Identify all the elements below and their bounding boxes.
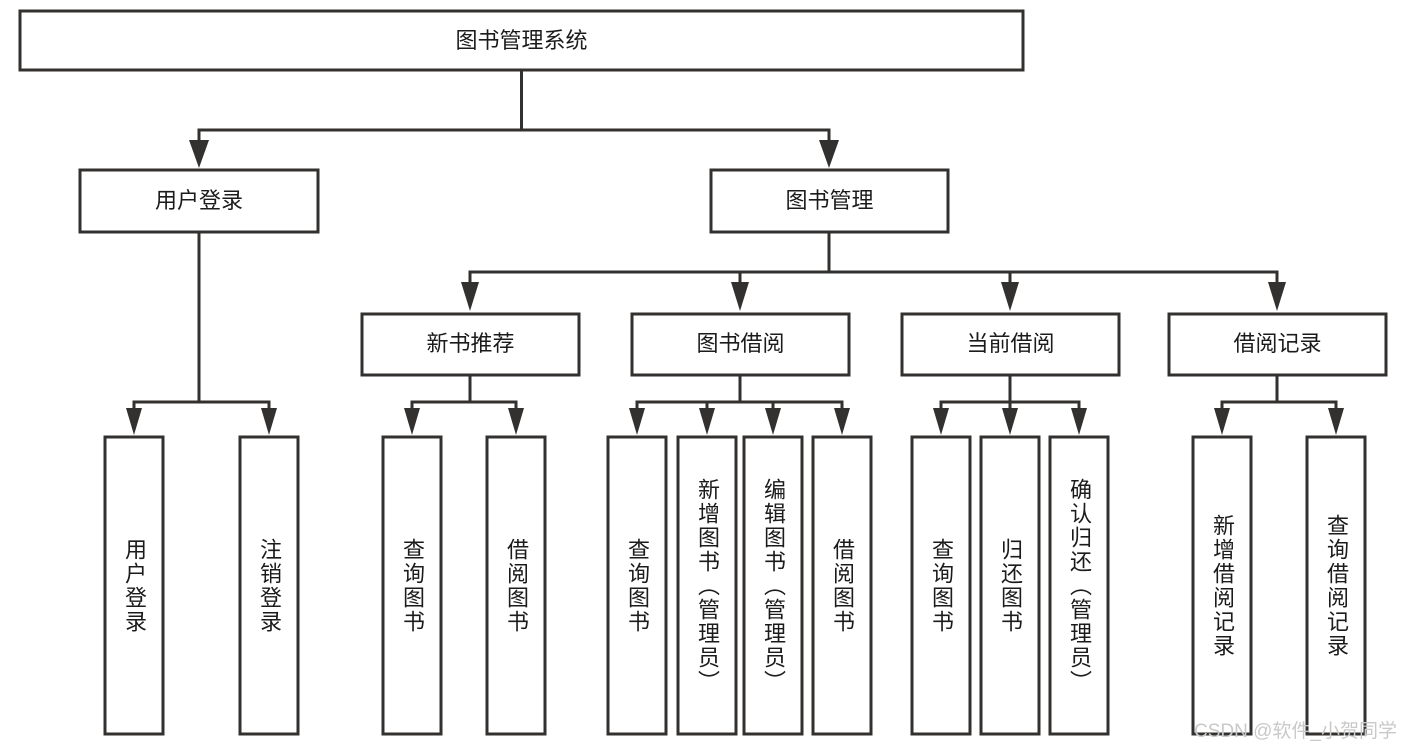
node-title-label: 图书管理系统 — [455, 28, 587, 53]
node-user-login-box[interactable] — [78, 168, 320, 234]
leaf-box-borrow-book-1[interactable] — [485, 435, 547, 736]
node-borrow-record-label: 借阅记录 — [1233, 331, 1321, 356]
arrowhead-leaf-edit-book — [765, 408, 781, 435]
leaf-box-query-book-3[interactable] — [910, 435, 972, 736]
watermark-text: CSDN @软件_小贺同学 — [1194, 721, 1397, 742]
node-user-login-label: 用户登录 — [155, 188, 243, 213]
node-book-management-label: 图书管理 — [785, 188, 873, 213]
arrowhead-book-borrow — [731, 282, 749, 311]
arrowhead-leaf-query-book-2 — [629, 408, 645, 435]
arrowhead-new-book-recommend — [461, 282, 479, 311]
arrowhead-leaf-confirm-return — [1071, 408, 1087, 435]
leaf-label-return-book: 归还图书 — [997, 537, 1023, 634]
leaf-label-borrow-book-2: 借阅图书 — [829, 537, 855, 634]
node-new-book-recommend-box[interactable] — [360, 312, 581, 377]
leaf-label-borrow-book-1: 借阅图书 — [503, 537, 529, 634]
node-title-box[interactable] — [18, 9, 1025, 72]
node-layer: 图书管理系统 用户登录 图书管理 新书推荐 图书借阅 当前借阅 借阅记录 — [18, 9, 1388, 736]
leaf-box-add-book[interactable] — [676, 435, 738, 736]
arrowhead-leaf-add-record — [1214, 408, 1230, 435]
leaf-box-logout-login[interactable] — [238, 435, 300, 736]
node-new-book-recommend-label: 新书推荐 — [426, 331, 514, 356]
arrowhead-leaf-query-book-1 — [404, 408, 420, 435]
leaf-label-query-book-1: 查询图书 — [399, 537, 425, 634]
node-current-borrow-box[interactable] — [900, 312, 1121, 377]
leaf-label-confirm-return: 确认归还（管理员） — [1066, 477, 1092, 694]
leaf-box-query-book-2[interactable] — [606, 435, 668, 736]
arrowhead-leaf-return-book — [1002, 408, 1018, 435]
leaf-box-return-book[interactable] — [979, 435, 1041, 736]
leaf-box-borrow-book-2[interactable] — [811, 435, 873, 736]
arrowhead-leaf-logout-login — [261, 408, 277, 435]
leaf-label-query-record: 查询借阅记录 — [1323, 513, 1349, 658]
leaf-box-query-book-1[interactable] — [381, 435, 443, 736]
arrowhead-leaf-borrow-book-2 — [834, 408, 850, 435]
arrowhead-borrow-record — [1268, 282, 1286, 311]
leaf-label-logout-login: 注销登录 — [256, 537, 282, 634]
leaf-label-user-login: 用户登录 — [121, 537, 147, 634]
leaf-box-confirm-return[interactable] — [1048, 435, 1110, 736]
node-borrow-record-box[interactable] — [1167, 312, 1388, 377]
arrowhead-leaf-borrow-book-1 — [508, 408, 524, 435]
connector-layer — [126, 68, 1344, 435]
leaf-label-query-book-3: 查询图书 — [928, 537, 954, 634]
leaf-box-edit-book[interactable] — [742, 435, 804, 736]
node-book-borrow-box[interactable] — [630, 312, 851, 377]
arrowhead-user-login — [189, 140, 209, 168]
arrowhead-leaf-query-record — [1328, 408, 1344, 435]
node-current-borrow-label: 当前借阅 — [966, 331, 1054, 356]
leaf-box-add-record[interactable] — [1191, 435, 1253, 736]
leaf-label-query-book-2: 查询图书 — [624, 537, 650, 634]
node-book-management-box[interactable] — [709, 168, 950, 234]
leaf-label-edit-book: 编辑图书（管理员） — [760, 477, 786, 694]
arrowhead-leaf-user-login — [126, 408, 142, 435]
arrowhead-leaf-query-book-3 — [933, 408, 949, 435]
arrowhead-leaf-add-book — [699, 408, 715, 435]
leaf-box-query-record[interactable] — [1305, 435, 1367, 736]
arrowhead-book-management — [819, 140, 839, 168]
arrowhead-current-borrow — [1001, 282, 1019, 311]
node-book-borrow-label: 图书借阅 — [696, 331, 784, 356]
leaf-box-user-login[interactable] — [103, 435, 165, 736]
leaf-label-add-book: 新增图书（管理员） — [694, 477, 720, 694]
leaf-label-add-record: 新增借阅记录 — [1209, 513, 1235, 658]
